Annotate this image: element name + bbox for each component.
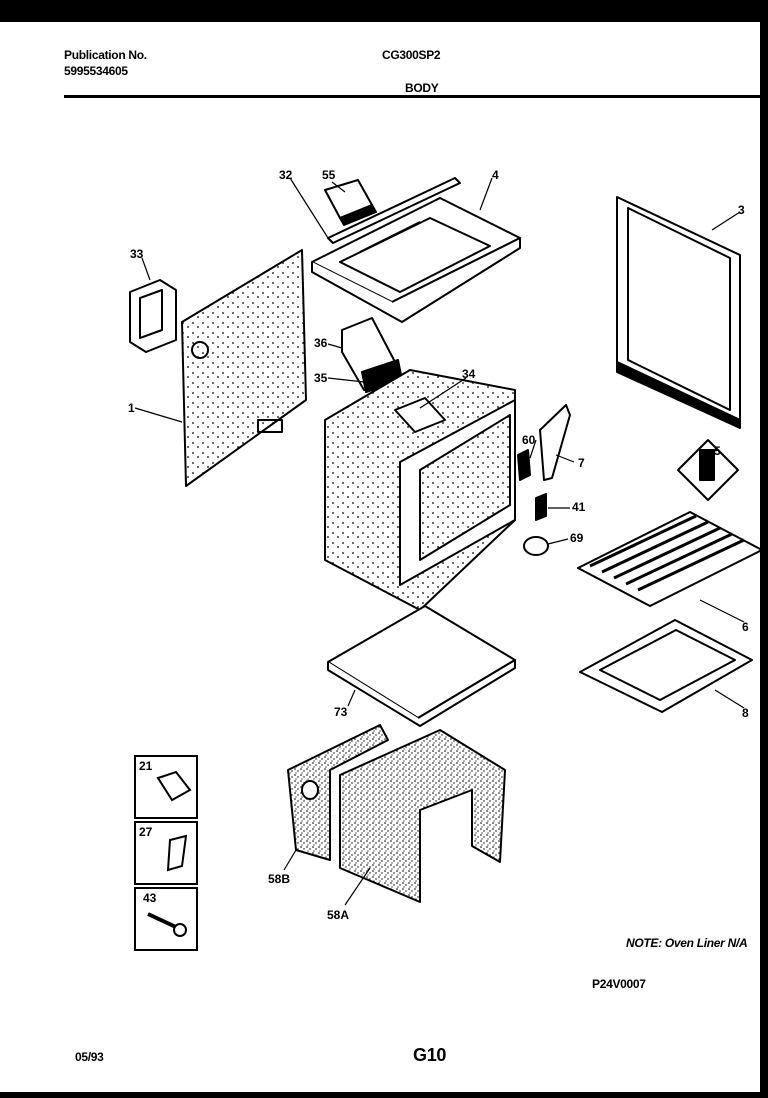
figure-code: P24V0007 xyxy=(592,977,646,991)
callout-73: 73 xyxy=(334,705,348,719)
part-1-back-panel xyxy=(181,249,307,487)
part-7-hinge xyxy=(539,404,571,481)
box-43 xyxy=(134,887,198,951)
model-number: CG300SP2 xyxy=(382,48,441,62)
publication-label: Publication No. xyxy=(64,48,147,62)
part-5-leveling-foot xyxy=(677,439,739,501)
callout-leaders xyxy=(134,177,745,906)
callout-8: 8 xyxy=(742,706,749,720)
scan-border-right xyxy=(760,0,768,1098)
part-41-bolt xyxy=(535,493,547,521)
callout-6: 6 xyxy=(742,620,749,634)
callout-36: 36 xyxy=(314,336,328,350)
scan-border-top xyxy=(0,0,768,22)
callout-58a: 58A xyxy=(327,908,350,922)
part-27-bracket-icon xyxy=(166,834,188,872)
part-69-grommet xyxy=(523,536,549,556)
part-4-top-tray xyxy=(311,197,521,323)
part-3-door-frame xyxy=(616,196,741,429)
callout-3: 3 xyxy=(738,203,745,217)
part-60-bracket xyxy=(517,449,531,481)
footer-date: 05/93 xyxy=(75,1050,104,1064)
part-21-clip-icon xyxy=(156,770,192,802)
callout-43: 43 xyxy=(143,891,157,905)
callout-27: 27 xyxy=(139,825,153,839)
callout-58b: 58B xyxy=(268,872,291,886)
callout-69: 69 xyxy=(570,531,584,545)
part-43-screw-icon xyxy=(147,912,179,930)
callout-21: 21 xyxy=(139,759,153,773)
publication-number: 5995534605 xyxy=(64,64,128,78)
callout-60: 60 xyxy=(522,433,536,447)
section-title: BODY xyxy=(405,81,439,95)
callout-5: 5 xyxy=(714,444,721,458)
callout-33: 33 xyxy=(130,247,144,261)
part-33-junction-box xyxy=(129,279,177,353)
callout-55: 55 xyxy=(322,168,336,182)
callout-34: 34 xyxy=(462,367,476,381)
part-6-oven-rack xyxy=(577,511,763,607)
part-8-broiler-pan xyxy=(579,619,753,713)
callout-32: 32 xyxy=(279,168,293,182)
callout-1: 1 xyxy=(128,401,135,415)
part-73-bottom-panel xyxy=(327,605,516,727)
callout-35: 35 xyxy=(314,371,328,385)
part-55-bracket xyxy=(324,179,377,226)
callout-4: 4 xyxy=(492,168,499,182)
header-rule xyxy=(64,95,768,98)
part-32-strip xyxy=(327,177,461,244)
box-27 xyxy=(134,821,198,885)
callout-41: 41 xyxy=(572,500,586,514)
main-oven-body xyxy=(324,369,516,611)
footer-page-number: G10 xyxy=(413,1045,447,1065)
scan-border-bottom xyxy=(0,1092,768,1098)
part-58a-insulation xyxy=(339,729,506,903)
callout-7: 7 xyxy=(578,456,585,470)
note-oven-liner: NOTE: Oven Liner N/A xyxy=(626,936,748,950)
